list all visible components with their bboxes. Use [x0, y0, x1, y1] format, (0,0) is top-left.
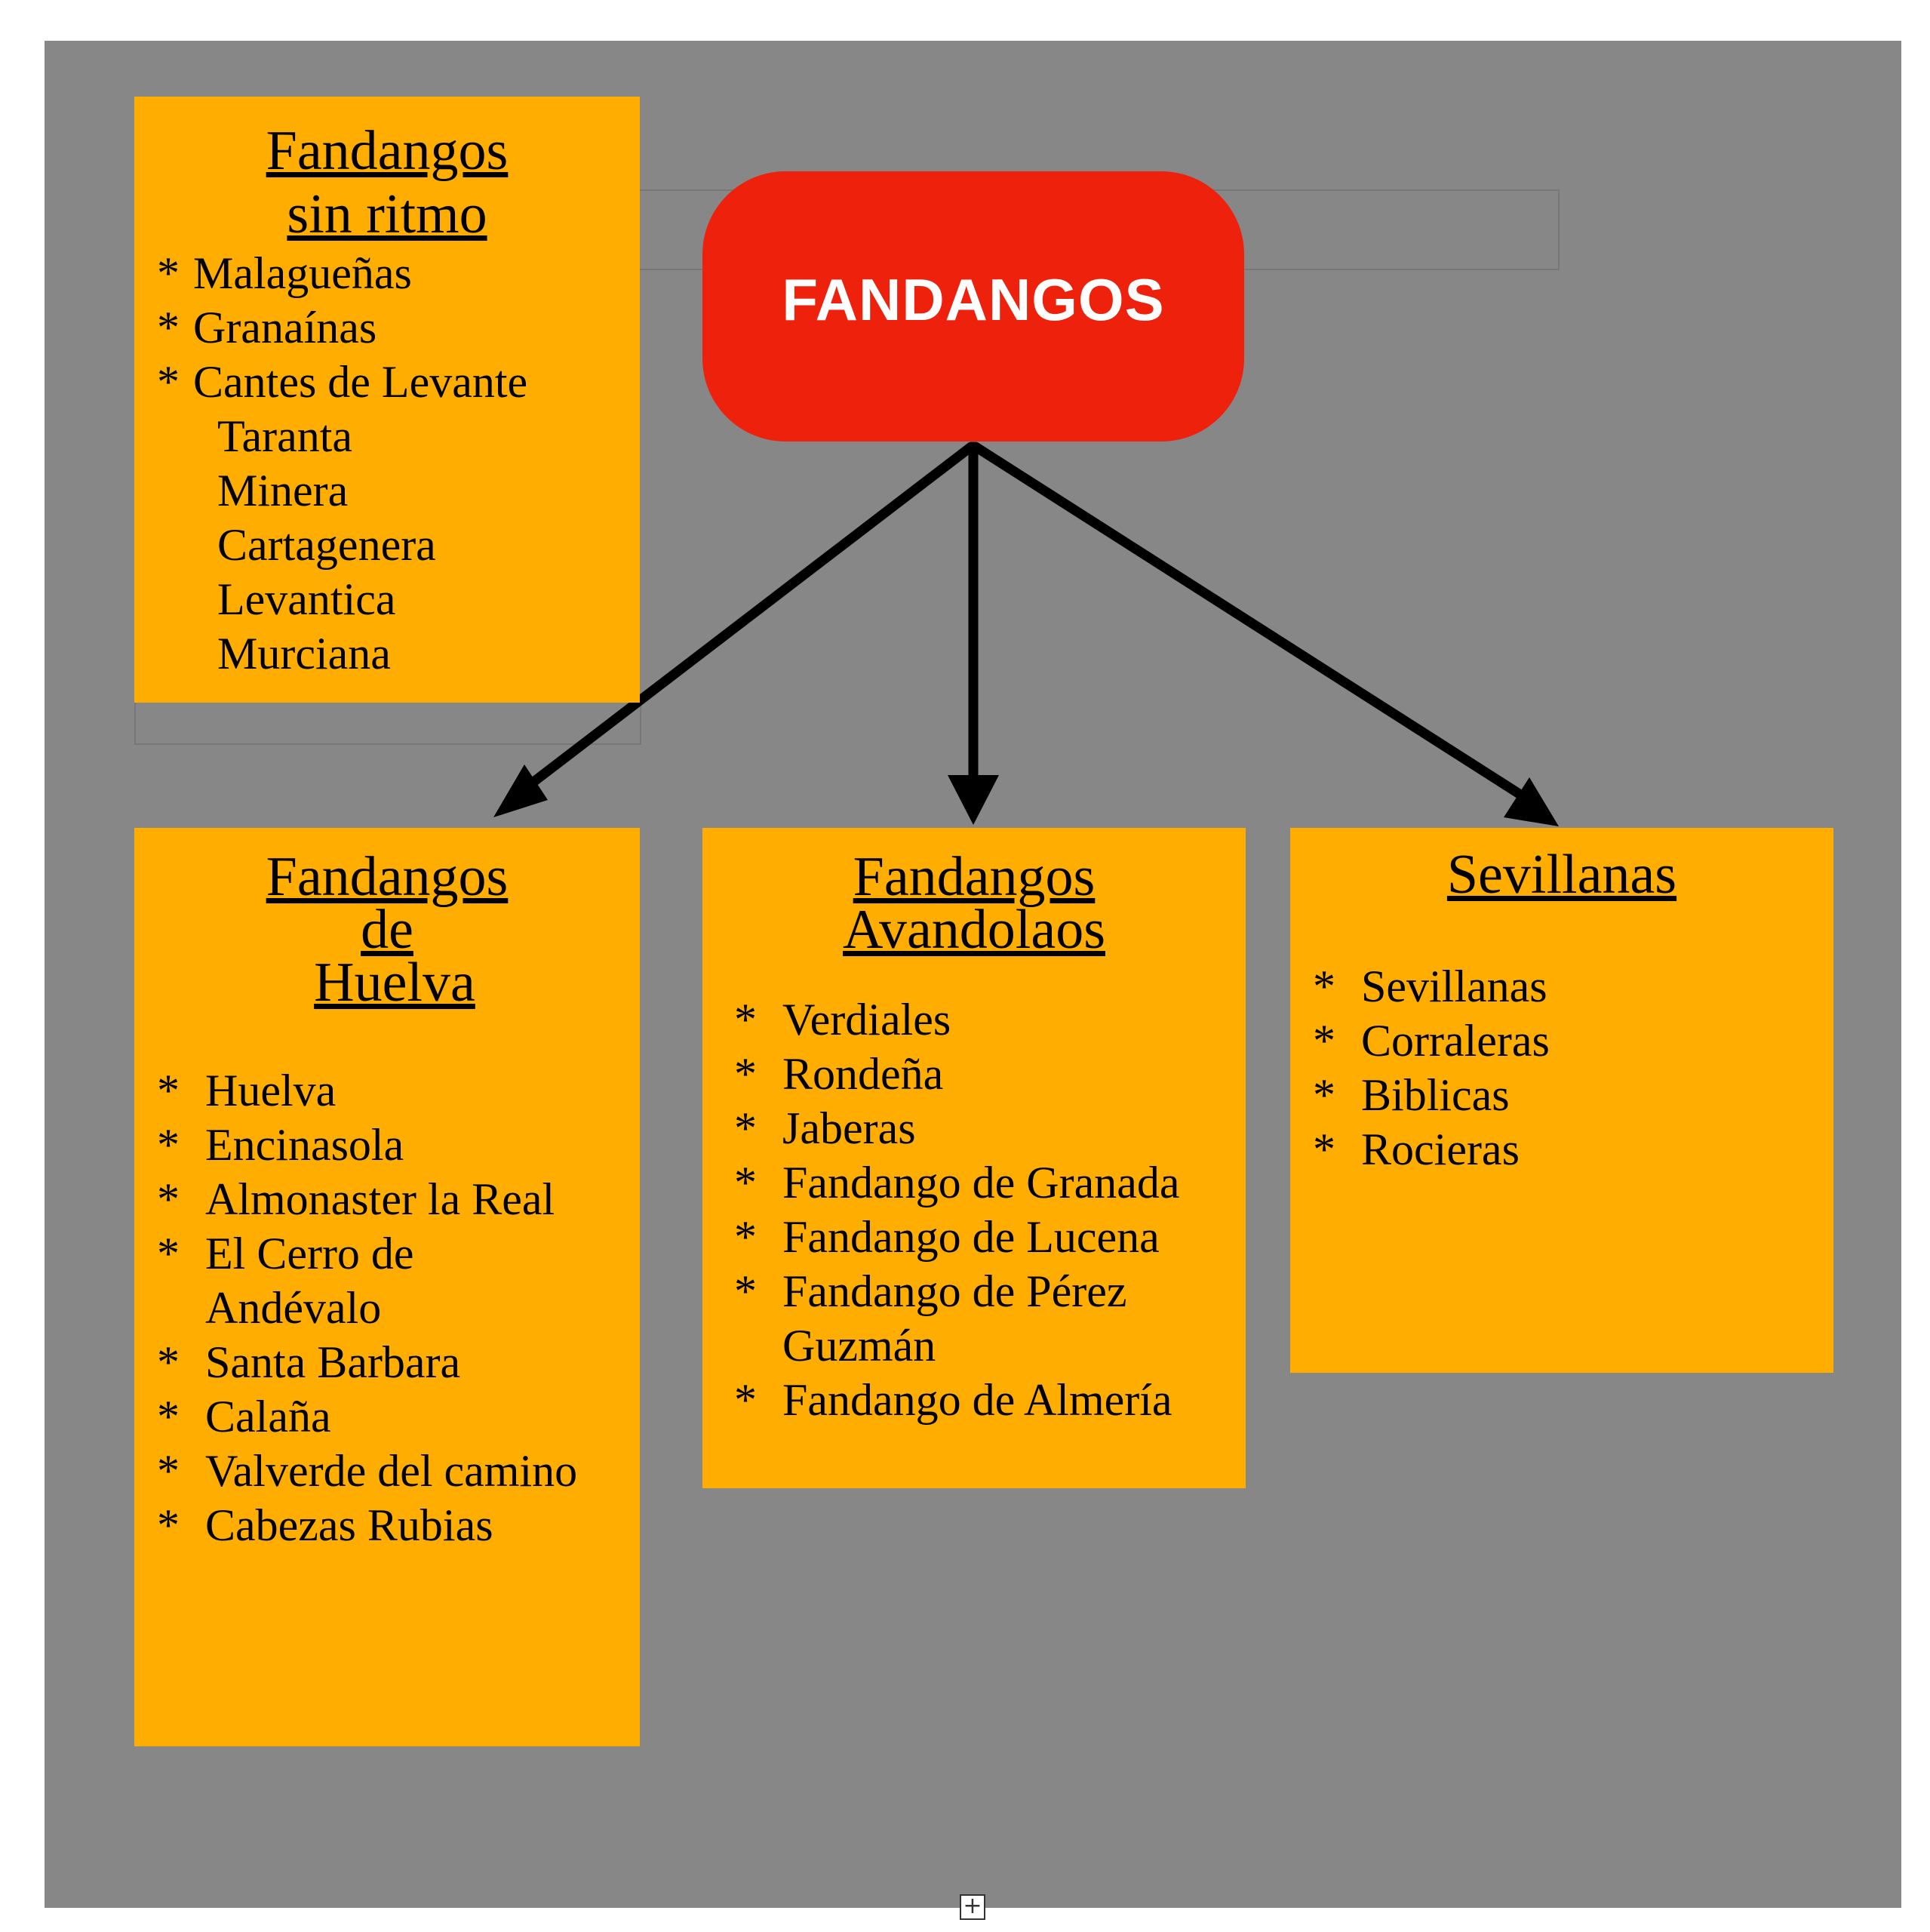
list-item: *Jaberas [734, 1103, 916, 1153]
box-fandangos-de-huelva[interactable]: Fandangos de Huelva *Huelva *Encinasola … [134, 828, 640, 1746]
list-item: *Fandango de Granada [734, 1158, 1180, 1208]
arrowhead-sevillanas [1504, 777, 1559, 826]
list-item: *Almonaster la Real [157, 1174, 555, 1224]
plus-box-icon[interactable]: + [960, 1894, 985, 1920]
list-item: *Corraleras [1313, 1016, 1550, 1066]
title-line: Sevillanas [1446, 844, 1677, 906]
list-item: *Fandango de Lucena [734, 1212, 1160, 1262]
arrow-to-huelva[interactable] [524, 441, 976, 790]
arrowhead-avandolaos [948, 775, 999, 825]
list-item: *El Cerro de Andévalo [157, 1229, 414, 1333]
item-list: *Malagueñas *Granaínas *Cantes de Levant… [157, 246, 640, 681]
list-item: Taranta [217, 411, 353, 461]
item-list: *Verdiales *Rondeña *Jaberas *Fandango d… [734, 992, 1246, 1427]
item-list: *Sevillanas *Corraleras *Biblicas *Rocie… [1313, 959, 1833, 1177]
list-item: Murciana [217, 629, 391, 678]
list-item: *Rocieras [1313, 1124, 1520, 1174]
list-item: *Calaña [157, 1392, 331, 1441]
list-item: Cartagenera [217, 520, 436, 570]
title-line: Fandangos [853, 846, 1096, 908]
box-sevillanas[interactable]: Sevillanas *Sevillanas *Corraleras *Bibl… [1290, 828, 1833, 1373]
list-item: *Valverde del camino [157, 1446, 578, 1496]
root-node-fandangos[interactable]: FANDANGOS [702, 171, 1244, 441]
root-node-label: FANDANGOS [782, 266, 1165, 333]
list-item: *Granaínas [157, 303, 377, 352]
list-item: *Malagueñas [157, 248, 412, 298]
arrow-to-sevillanas[interactable] [970, 441, 1529, 802]
title-line: Fandangos [266, 846, 509, 908]
list-item: Levantica [217, 574, 396, 624]
box-title: Fandangos Avandolaos [702, 849, 1246, 958]
list-item: *Cantes de Levante [157, 357, 528, 407]
list-item: *Santa Barbara [157, 1337, 461, 1387]
list-item: *Encinasola [157, 1120, 404, 1170]
title-line: Fandangos [266, 120, 509, 182]
title-line: Huelva [314, 952, 475, 1014]
list-item: *Fandango de Pérez Guzmán [734, 1266, 1127, 1371]
box-title: Fandangos sin ritmo [134, 119, 640, 246]
box-title: Fandangos de Huelva [134, 849, 640, 1011]
list-item: *Biblicas [1313, 1070, 1510, 1120]
list-item: *Verdiales [734, 995, 951, 1044]
arrowhead-huelva [493, 764, 548, 817]
list-item: *Huelva [157, 1066, 337, 1115]
list-item: *Sevillanas [1313, 961, 1547, 1011]
title-line: sin ritmo [287, 183, 487, 245]
item-list: *Huelva *Encinasola *Almonaster la Real … [157, 1063, 640, 1552]
list-item: *Fandango de Almería [734, 1375, 1172, 1425]
list-item: Minera [217, 466, 349, 515]
box-title: Sevillanas [1290, 843, 1833, 906]
title-line: Avandolaos [843, 899, 1105, 961]
box-fandangos-avandolaos[interactable]: Fandangos Avandolaos *Verdiales *Rondeña… [702, 828, 1246, 1488]
list-item: *Cabezas Rubias [157, 1500, 493, 1550]
list-item: *Rondeña [734, 1049, 944, 1099]
box-fandangos-sin-ritmo[interactable]: Fandangos sin ritmo *Malagueñas *Granaín… [134, 97, 640, 703]
title-line: de [361, 899, 413, 961]
